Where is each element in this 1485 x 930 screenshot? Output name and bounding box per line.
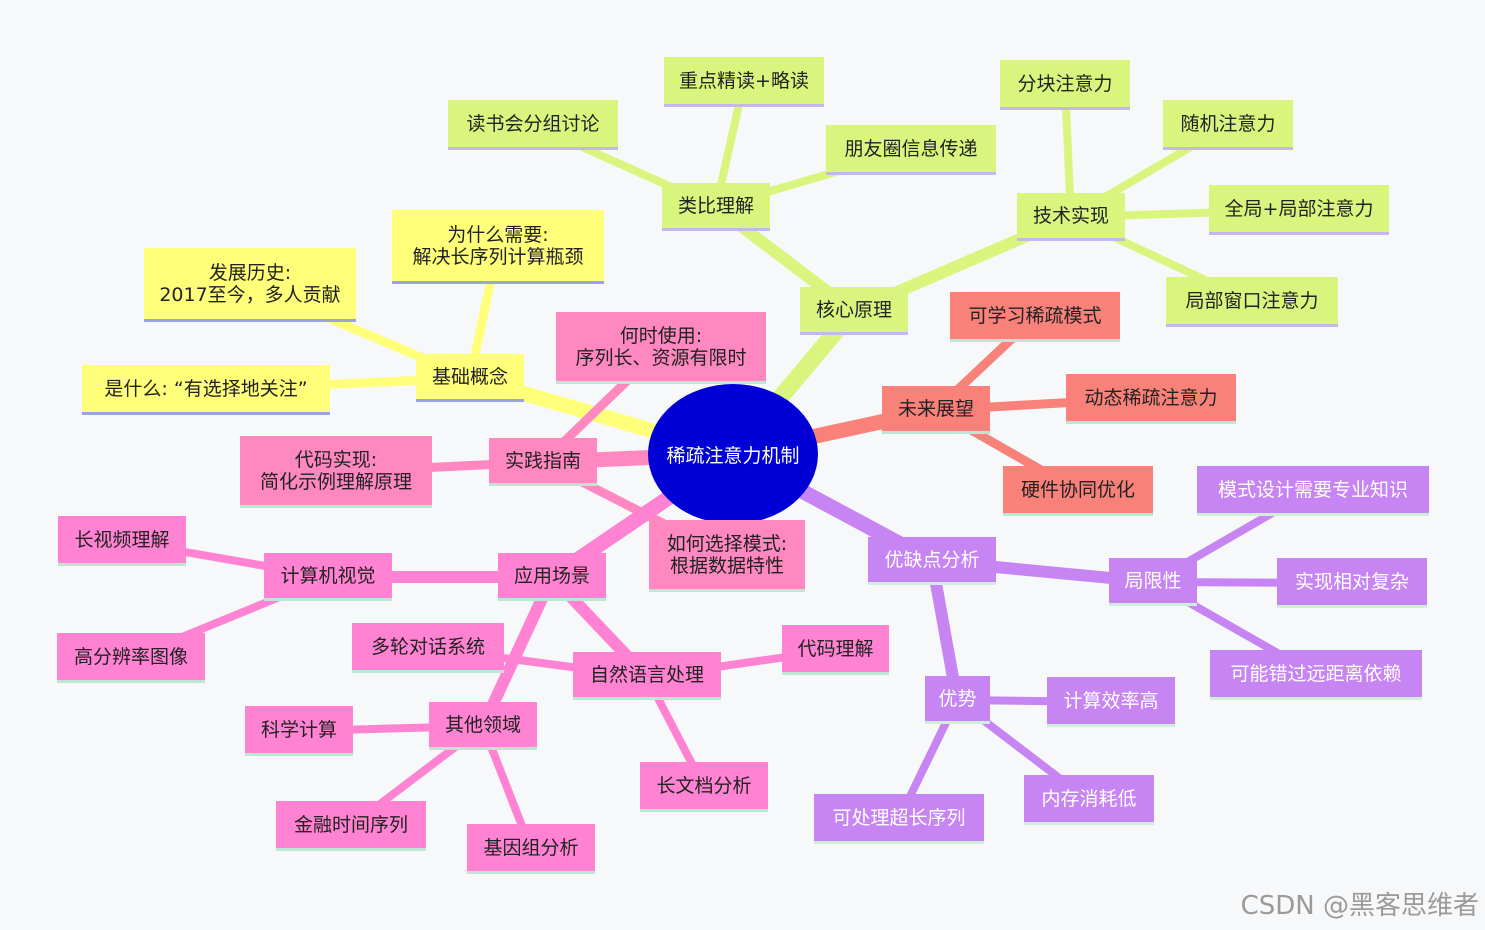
node-label: 自然语言处理 <box>589 663 704 686</box>
tech-local-window-attention[interactable]: 局部窗口注意力 <box>1166 277 1338 327</box>
practice-code[interactable]: 代码实现: 简化示例理解原理 <box>240 436 432 508</box>
apps-node[interactable]: 应用场景 <box>498 553 606 601</box>
node-label: 全局+局部注意力 <box>1224 197 1374 220</box>
node-label: 重点精读+略读 <box>679 69 809 92</box>
node-label: 计算效率高 <box>1063 689 1159 712</box>
node-label: 类比理解 <box>677 194 754 217</box>
watermark: CSDN @黑客思维者 <box>1240 891 1479 921</box>
node-label: 为什么需要: 解决长序列计算瓶颈 <box>412 223 584 268</box>
node-label: 优势 <box>938 687 977 710</box>
basic-what[interactable]: 是什么: “有选择地关注” <box>82 365 330 415</box>
node-label: 内存消耗低 <box>1041 787 1137 810</box>
link-apps-other <box>477 571 558 732</box>
analogy-node[interactable]: 类比理解 <box>662 183 770 231</box>
future-dynamic[interactable]: 动态稀疏注意力 <box>1066 374 1236 424</box>
root-label: 稀疏注意力机制 <box>666 444 800 467</box>
node-label: 可学习稀疏模式 <box>968 304 1102 327</box>
node-label: 分块注意力 <box>1017 72 1113 95</box>
node-label: 优缺点分析 <box>884 548 980 571</box>
nlp-node[interactable]: 自然语言处理 <box>573 652 721 700</box>
core-node[interactable]: 核心原理 <box>800 287 908 335</box>
node-label: 动态稀疏注意力 <box>1084 386 1218 409</box>
node-label: 基因组分析 <box>483 836 579 859</box>
other-genome-analysis[interactable]: 基因组分析 <box>467 824 595 874</box>
practice-node[interactable]: 实践指南 <box>489 438 597 486</box>
node-label: 技术实现 <box>1032 204 1109 227</box>
pros-efficient[interactable]: 计算效率高 <box>1047 677 1175 727</box>
nlp-code-understanding[interactable]: 代码理解 <box>782 625 889 675</box>
proscons-node[interactable]: 优缺点分析 <box>868 537 996 585</box>
analogy-reading-club[interactable]: 读书会分组讨论 <box>448 100 618 150</box>
node-label: 模式设计需要专业知识 <box>1217 478 1408 501</box>
tech-global-local-attention[interactable]: 全局+局部注意力 <box>1209 185 1389 235</box>
node-label: 是什么: “有选择地关注” <box>104 377 308 400</box>
tech-node[interactable]: 技术实现 <box>1017 193 1125 241</box>
node-label: 如何选择模式: 根据数据特性 <box>666 532 788 577</box>
basic-history[interactable]: 发展历史: 2017至今，多人贡献 <box>144 248 356 322</box>
nlp-long-document[interactable]: 长文档分析 <box>640 762 768 812</box>
node-label: 局限性 <box>1124 569 1182 592</box>
node-label: 硬件协同优化 <box>1020 478 1135 501</box>
node-label: 发展历史: 2017至今，多人贡献 <box>159 261 341 306</box>
node-label: 长文档分析 <box>656 774 752 797</box>
node-label: 朋友圈信息传递 <box>844 137 978 160</box>
node-label: 读书会分组讨论 <box>466 112 600 135</box>
node-label: 高分辨率图像 <box>73 645 188 668</box>
node-label: 何时使用: 序列长、资源有限时 <box>575 324 747 369</box>
basic-why[interactable]: 为什么需要: 解决长序列计算瓶颈 <box>392 210 604 284</box>
limits-complex[interactable]: 实现相对复杂 <box>1277 558 1427 608</box>
node-label: 未来展望 <box>897 397 974 420</box>
pros-low-memory[interactable]: 内存消耗低 <box>1024 775 1154 825</box>
limits-expertise[interactable]: 模式设计需要专业知识 <box>1197 466 1429 516</box>
pros-ultra-long[interactable]: 可处理超长序列 <box>814 794 984 844</box>
nlp-multi-turn-dialog[interactable]: 多轮对话系统 <box>352 623 504 673</box>
node-label: 多轮对话系统 <box>370 635 485 658</box>
node-label: 基础概念 <box>431 365 508 388</box>
other-financial-series[interactable]: 金融时间序列 <box>276 801 426 851</box>
cv-long-video[interactable]: 长视频理解 <box>58 516 186 566</box>
node-label: 可能错过远距离依赖 <box>1230 662 1402 685</box>
node-label: 可处理超长序列 <box>832 806 966 829</box>
practice-when[interactable]: 何时使用: 序列长、资源有限时 <box>556 312 766 384</box>
other-scientific-computing[interactable]: 科学计算 <box>245 706 353 756</box>
node-label: 其他领域 <box>444 713 521 736</box>
future-node[interactable]: 未来展望 <box>882 386 990 434</box>
node-label: 计算机视觉 <box>280 564 376 587</box>
other-node[interactable]: 其他领域 <box>429 702 537 750</box>
node-label: 应用场景 <box>513 564 590 587</box>
future-learnable[interactable]: 可学习稀疏模式 <box>950 292 1120 342</box>
node-label: 科学计算 <box>260 718 337 741</box>
node-label: 实现相对复杂 <box>1294 570 1409 593</box>
node-label: 代码实现: 简化示例理解原理 <box>259 448 412 493</box>
practice-how[interactable]: 如何选择模式: 根据数据特性 <box>649 520 805 592</box>
analogy-moments[interactable]: 朋友圈信息传递 <box>826 125 996 175</box>
node-label: 长视频理解 <box>74 528 170 551</box>
limits-long-range[interactable]: 可能错过远距离依赖 <box>1210 650 1422 700</box>
basic-node[interactable]: 基础概念 <box>416 354 524 402</box>
node-label: 实践指南 <box>504 449 581 472</box>
node-label: 代码理解 <box>797 637 874 660</box>
node-label: 金融时间序列 <box>293 813 408 836</box>
cv-high-res-image[interactable]: 高分辨率图像 <box>57 633 205 683</box>
pros-node[interactable]: 优势 <box>925 676 990 724</box>
tech-random-attention[interactable]: 随机注意力 <box>1163 100 1293 150</box>
analogy-intensive-skim[interactable]: 重点精读+略读 <box>664 57 824 107</box>
future-hardware[interactable]: 硬件协同优化 <box>1003 466 1153 516</box>
tech-block-attention[interactable]: 分块注意力 <box>1000 60 1130 110</box>
node-label: 局部窗口注意力 <box>1185 289 1319 312</box>
node-label: 核心原理 <box>815 298 892 321</box>
node-label: 随机注意力 <box>1180 112 1276 135</box>
cv-node[interactable]: 计算机视觉 <box>264 553 392 601</box>
root-node[interactable]: 稀疏注意力机制 <box>648 384 818 524</box>
limits-node[interactable]: 局限性 <box>1109 558 1197 606</box>
